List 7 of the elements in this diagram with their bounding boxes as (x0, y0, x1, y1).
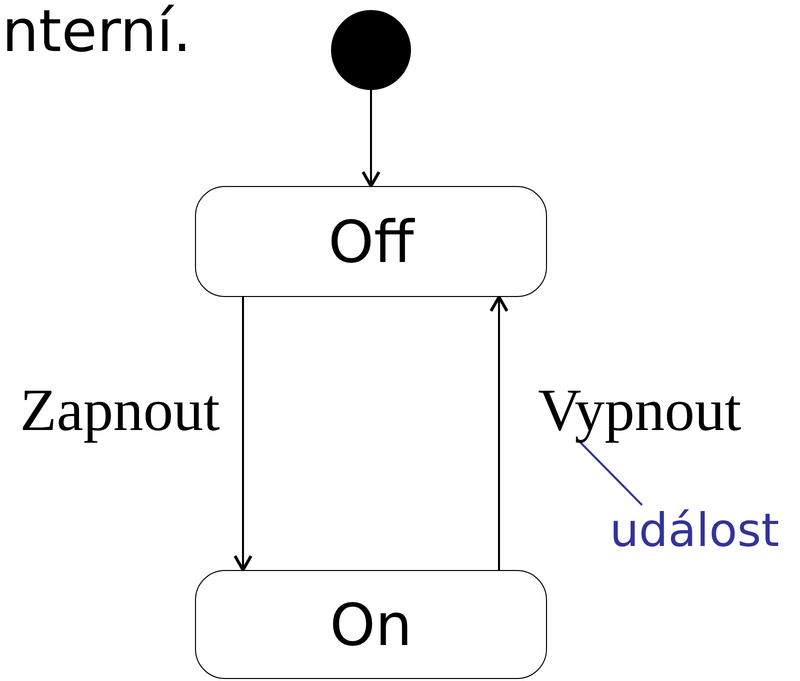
state-box: On (195, 570, 547, 679)
state-box: Off (195, 186, 547, 297)
transition-arrow (490, 296, 508, 570)
transition-arrow (234, 297, 252, 572)
transition-arrow (362, 90, 380, 188)
annotation-text: událost (592, 500, 797, 560)
heading-fragment: nterní. (2, 2, 192, 60)
